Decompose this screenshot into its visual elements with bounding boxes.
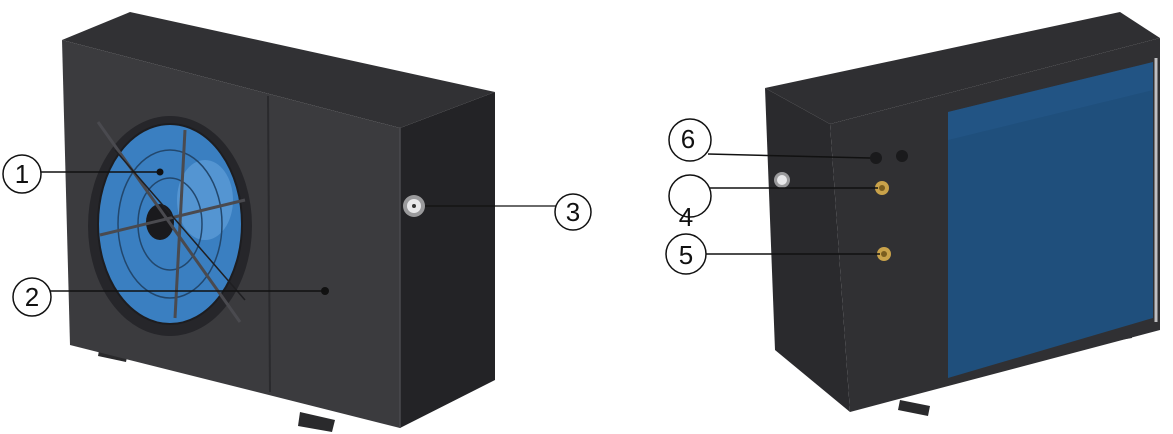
callout-number-3: 3 [566,197,580,227]
callout-circle-5 [665,233,707,275]
callout-circle-2 [12,277,52,317]
callout-5: 5 [665,233,880,275]
callout-4: 4 [668,174,878,232]
fan-guard-bar [99,198,246,237]
heat-pump-rear-view [765,12,1160,416]
rear-foot-left [898,400,930,416]
callout-circle-3 [554,193,592,231]
rear-side-gauge [774,172,790,188]
foot-front-right [298,412,335,432]
cable-entry-2 [896,150,908,162]
callout-circle-6 [668,118,712,162]
callout-number-1: 1 [15,159,29,189]
top-panel [62,12,495,128]
callout-2: 2 [12,277,325,317]
fan-blade-lighter [177,160,233,240]
side-panel [400,92,495,428]
callout-circle-1 [2,154,42,194]
rear-top-panel [765,12,1160,124]
heat-pump-front-view [62,12,495,432]
callout-6: 6 [668,118,871,162]
panel-seam [267,95,271,393]
coil-shade [948,62,1153,140]
fan-ring-inner-2 [137,177,203,271]
water-outlet [877,247,891,261]
fan-ring-inner [117,149,223,299]
callout-number-5: 5 [679,240,693,270]
callout-number-4: 4 [679,202,693,232]
pressure-gauge [403,195,425,217]
heat-exchanger-coil [948,62,1153,378]
callout-number-2: 2 [25,282,39,312]
leader-dot-1 [156,168,164,176]
callout-1: 1 [2,154,164,194]
cable-entry-1 [870,152,882,164]
callout-number-6: 6 [681,124,695,154]
fan-ring [97,123,243,325]
fan [88,116,252,336]
rear-side-panel [765,88,850,412]
leader-line-6 [707,153,871,159]
fan-guard-bar [96,121,242,323]
callout-3: 3 [425,193,592,231]
water-inlet [875,181,889,195]
callout-circle-4 [668,174,712,218]
fan-guard-bar [114,149,246,301]
